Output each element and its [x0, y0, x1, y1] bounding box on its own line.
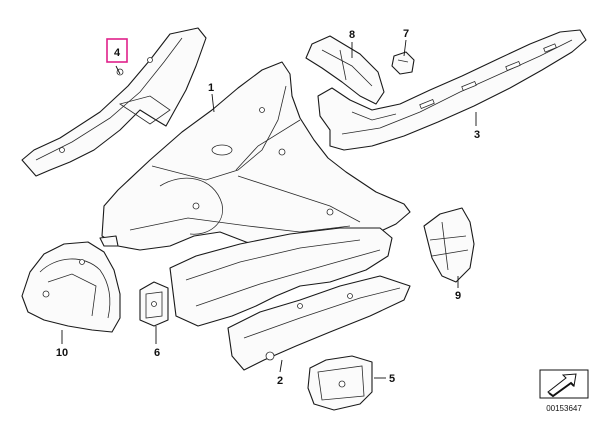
- callout-7[interactable]: 7: [403, 28, 409, 40]
- part-3-sill-member[interactable]: [317, 29, 587, 151]
- callout-8[interactable]: 8: [349, 29, 355, 41]
- callout-10[interactable]: 10: [56, 347, 68, 359]
- leader-lines: [61, 39, 477, 379]
- callout-3[interactable]: 3: [474, 129, 480, 141]
- callout-1[interactable]: 1: [208, 82, 214, 94]
- part-5-box-section[interactable]: [307, 355, 373, 411]
- part-8-bracket[interactable]: [305, 35, 385, 105]
- part-4-upper-rail[interactable]: [21, 27, 207, 177]
- callout-4-highlight: [106, 38, 128, 63]
- part-7-small-bracket[interactable]: [391, 51, 415, 75]
- callout-2[interactable]: 2: [277, 375, 283, 387]
- part-6-vertical-bracket[interactable]: [139, 281, 169, 327]
- document-number: 00153647: [546, 404, 582, 413]
- callout-5[interactable]: 5: [389, 373, 395, 385]
- part-1-wheelhouse-assembly[interactable]: [99, 61, 411, 253]
- part-9-mounting-plate[interactable]: [423, 207, 475, 283]
- part-10-wheelhouse-shell[interactable]: [21, 241, 121, 333]
- callout-9[interactable]: 9: [455, 290, 461, 302]
- callout-4[interactable]: 4: [114, 47, 121, 59]
- view-direction-arrow-icon: [539, 369, 589, 399]
- callout-6[interactable]: 6: [154, 347, 160, 359]
- part-2-lower-member[interactable]: [169, 227, 411, 371]
